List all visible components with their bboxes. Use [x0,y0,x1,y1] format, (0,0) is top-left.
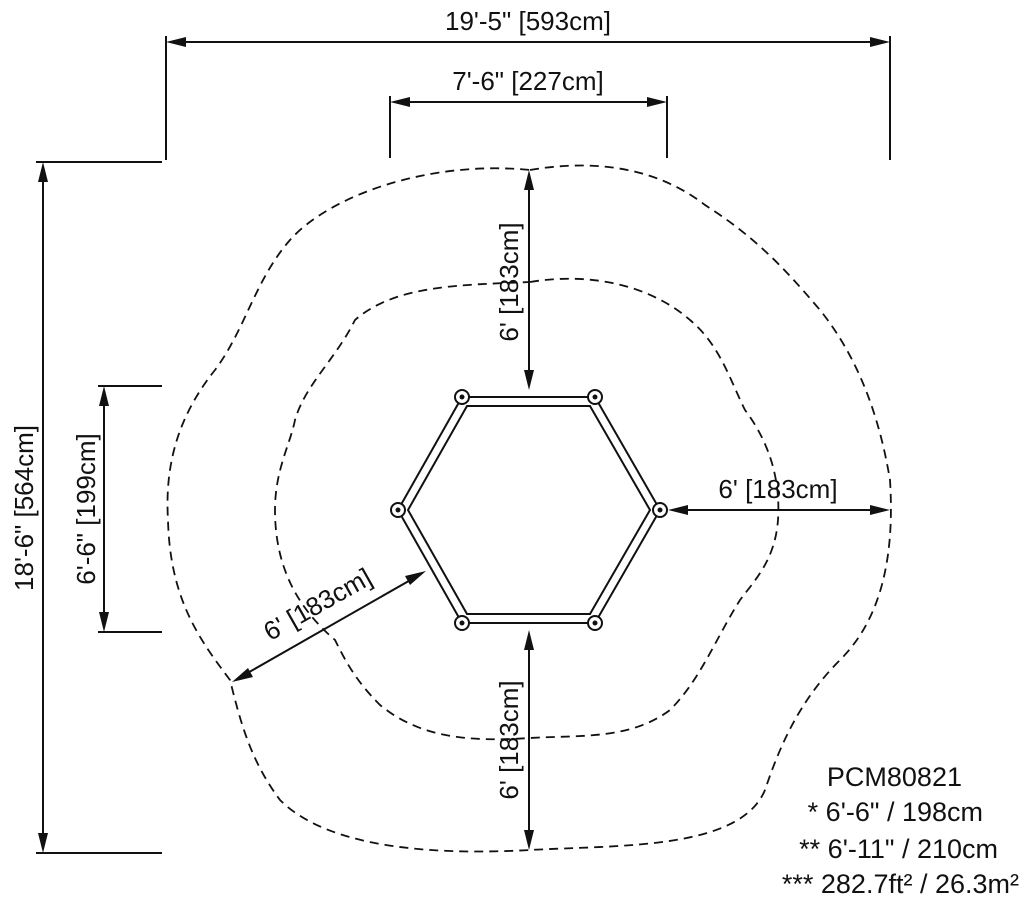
area-note: *** 282.7ft² / 26.3m² [782,869,1019,899]
clearance-right-label: 6' [183cm] [718,474,837,504]
corner-post [587,389,603,405]
clearance-bottom-dimension: 6' [183cm] [494,630,534,850]
inner-width-label: 7'-6" [227cm] [452,66,603,96]
corner-post [390,502,406,518]
clearance-left-dimension: 6' [183cm] [232,562,426,682]
overall-width-dimension: 19'-5" [593cm] [165,6,891,160]
clearance-top-label: 6' [183cm] [494,222,524,341]
corner-post [454,389,470,405]
corner-post [454,615,470,631]
corner-post [587,615,603,631]
model-number: PCM80821 [827,762,962,792]
inner-height-label: 6'-6" [199cm] [71,433,101,584]
inner-use-zone-boundary [274,277,780,741]
hexagon-play-structure [390,389,668,631]
overall-height-label: 18'-6" [564cm] [9,425,39,591]
clearance-top-dimension: 6' [183cm] [494,170,534,390]
clearance-bottom-label: 6' [183cm] [494,680,524,799]
overall-height-dimension: 18'-6" [564cm] [9,161,162,854]
inner-height-dimension: 6'-6" [199cm] [71,385,162,633]
corner-post [652,502,668,518]
notes-block: PCM80821 * 6'-6" / 198cm ** 6'-11" / 210… [782,762,1019,899]
inner-width-dimension: 7'-6" [227cm] [389,66,668,158]
outer-use-zone-boundary [166,164,892,853]
overall-width-label: 19'-5" [593cm] [445,6,611,36]
height-note-2: ** 6'-11" / 210cm [799,834,998,864]
height-note-1: * 6'-6" / 198cm [808,797,983,827]
clearance-right-dimension: 6' [183cm] [668,474,890,515]
